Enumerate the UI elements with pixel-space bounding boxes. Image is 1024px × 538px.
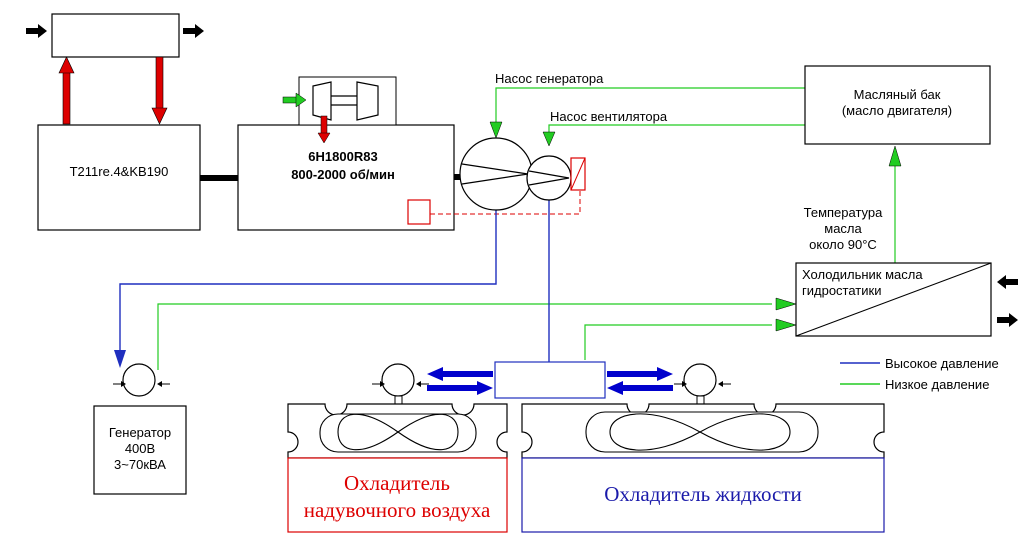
engine-sensor-box <box>407 199 431 225</box>
oil-temperature-line3: около 90°C <box>809 237 877 252</box>
transmission-box <box>37 124 201 231</box>
liquid-fan-motor-icon <box>674 363 731 411</box>
fan-pump-inlet-arrow <box>542 131 556 147</box>
charge-air-cooler-box <box>287 457 508 533</box>
left-out-arrow <box>427 367 493 381</box>
right-in-arrow <box>607 381 673 395</box>
exhaust-arrow <box>317 115 331 144</box>
oil-tank-label-line2: (масло двигателя) <box>842 103 952 118</box>
compressor-wheel-icon <box>312 81 332 121</box>
transmission-label: T211re.4&KB190 <box>70 164 169 179</box>
heat-down-arrow <box>151 56 168 125</box>
oil-tank-box <box>804 65 991 145</box>
generator-label-line1: Генератор <box>109 425 171 440</box>
drive-shaft-1 <box>200 175 238 181</box>
generator-pump-inlet-arrow <box>489 121 503 139</box>
top-box-input-arrow <box>26 24 47 38</box>
heat-up-arrow <box>58 56 75 125</box>
legend-high-pressure-label: Высокое давление <box>885 356 999 371</box>
cooler-air-out-arrow <box>997 313 1018 327</box>
charge-air-cooler-label-line1: Охладитель <box>344 471 450 495</box>
flow-distributor-box <box>494 361 606 399</box>
intake-air-arrow <box>282 92 307 108</box>
high-pressure-lines <box>119 200 550 362</box>
legend: Высокое давление Низкое давление <box>840 356 999 392</box>
oil-temperature-line1: Температура <box>804 205 884 220</box>
cooler-inlet-arrow-1 <box>775 297 797 311</box>
charge-air-fan-blades-icon <box>337 413 459 451</box>
charge-air-cooler-label-line2: надувочного воздуха <box>304 498 491 522</box>
generator-box <box>93 405 187 495</box>
fan-pump-label: Насос вентилятора <box>550 109 668 124</box>
top-box <box>51 13 180 58</box>
pump-regulator-icon <box>570 157 586 191</box>
liquid-fan-blades-icon <box>609 413 791 451</box>
liquid-cooler-box <box>521 457 885 533</box>
control-line <box>430 190 581 215</box>
right-out-arrow <box>607 367 673 381</box>
cooler-air-in-arrow <box>997 275 1018 289</box>
hydrostatic-cooler-label-line1: Холодильник масла <box>802 267 923 282</box>
generator-motor-icon <box>113 363 170 397</box>
generator-pump-label: Насос генератора <box>495 71 604 86</box>
engine-model-label: 6H1800R83 <box>308 149 377 164</box>
top-box-output-arrow <box>183 24 204 38</box>
fan-pump-icon <box>526 155 572 201</box>
generator-label-line2: 400В <box>125 441 155 456</box>
oil-tank-label-line1: Масляный бак <box>854 87 941 102</box>
charge-air-fan-motor-icon <box>372 363 429 411</box>
oil-temperature-line2: масла <box>824 221 862 236</box>
hydrostatic-cooler-label-line2: гидростатики <box>802 283 881 298</box>
cooler-inlet-arrow-2 <box>775 318 797 332</box>
oil-return-arrow <box>888 145 902 167</box>
generator-motor-inlet-arrow <box>114 350 126 368</box>
generator-pump-icon <box>459 137 533 211</box>
liquid-cooler-label: Охладитель жидкости <box>604 482 802 506</box>
generator-label-line3: 3~70кВА <box>114 457 166 472</box>
turbine-wheel-icon <box>356 81 379 121</box>
legend-low-pressure-label: Низкое давление <box>885 377 989 392</box>
exchange-arrows <box>427 367 673 395</box>
left-in-arrow <box>427 381 493 395</box>
engine-speed-label: 800-2000 об/мин <box>291 167 395 182</box>
cooler-diagonal <box>795 262 992 337</box>
